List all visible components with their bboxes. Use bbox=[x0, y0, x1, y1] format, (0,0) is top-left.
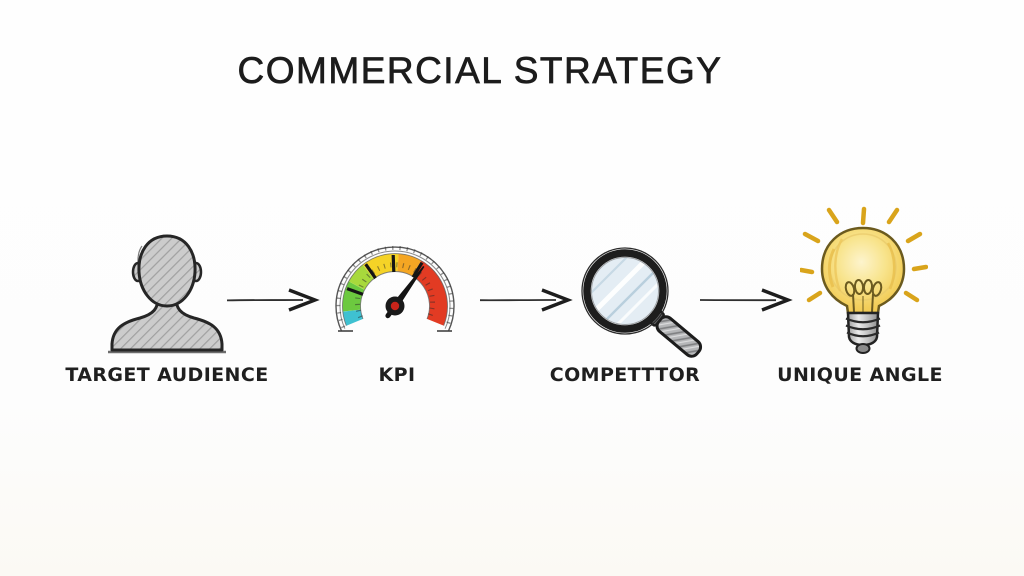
flow-arrow-1 bbox=[225, 287, 325, 313]
stage-kpi bbox=[318, 232, 468, 347]
stage-label-kpi: KPI bbox=[378, 364, 416, 386]
gauge-segment-yellowgreen bbox=[348, 264, 375, 291]
flow-arrow-2 bbox=[478, 287, 578, 313]
bulb-filament bbox=[844, 279, 883, 313]
arrow-right-icon bbox=[226, 288, 320, 312]
stage-target-audience bbox=[102, 228, 232, 356]
stage-label-unique-angle: UNIQUE ANGLE bbox=[777, 364, 943, 386]
bulb-glass bbox=[820, 226, 906, 315]
stage-competitor bbox=[580, 240, 712, 372]
light-rays bbox=[800, 206, 928, 303]
person-icon bbox=[108, 234, 226, 354]
page-title: COMMERCIAL STRATEGY bbox=[237, 50, 723, 92]
lightbulb-icon bbox=[800, 206, 928, 354]
flow-arrow-3 bbox=[698, 287, 798, 313]
stage-label-target-audience: TARGET AUDIENCE bbox=[65, 364, 269, 386]
gauge-segment-red bbox=[411, 260, 448, 326]
stage-unique-angle bbox=[800, 203, 928, 361]
gauge-segment-orange bbox=[396, 253, 422, 277]
bulb-base bbox=[845, 311, 881, 354]
gauge-segment-green bbox=[342, 281, 365, 312]
arrow-right-icon bbox=[479, 288, 573, 312]
gauge-segment-teal bbox=[342, 309, 364, 326]
magnifying-glass-icon bbox=[581, 247, 703, 358]
gauge-icon bbox=[335, 245, 455, 332]
magnifier-lens bbox=[591, 257, 659, 325]
gauge-needle bbox=[385, 265, 425, 319]
arrow-right-icon bbox=[699, 288, 793, 312]
stage-label-competitor: COMPETTTOR bbox=[549, 364, 701, 386]
